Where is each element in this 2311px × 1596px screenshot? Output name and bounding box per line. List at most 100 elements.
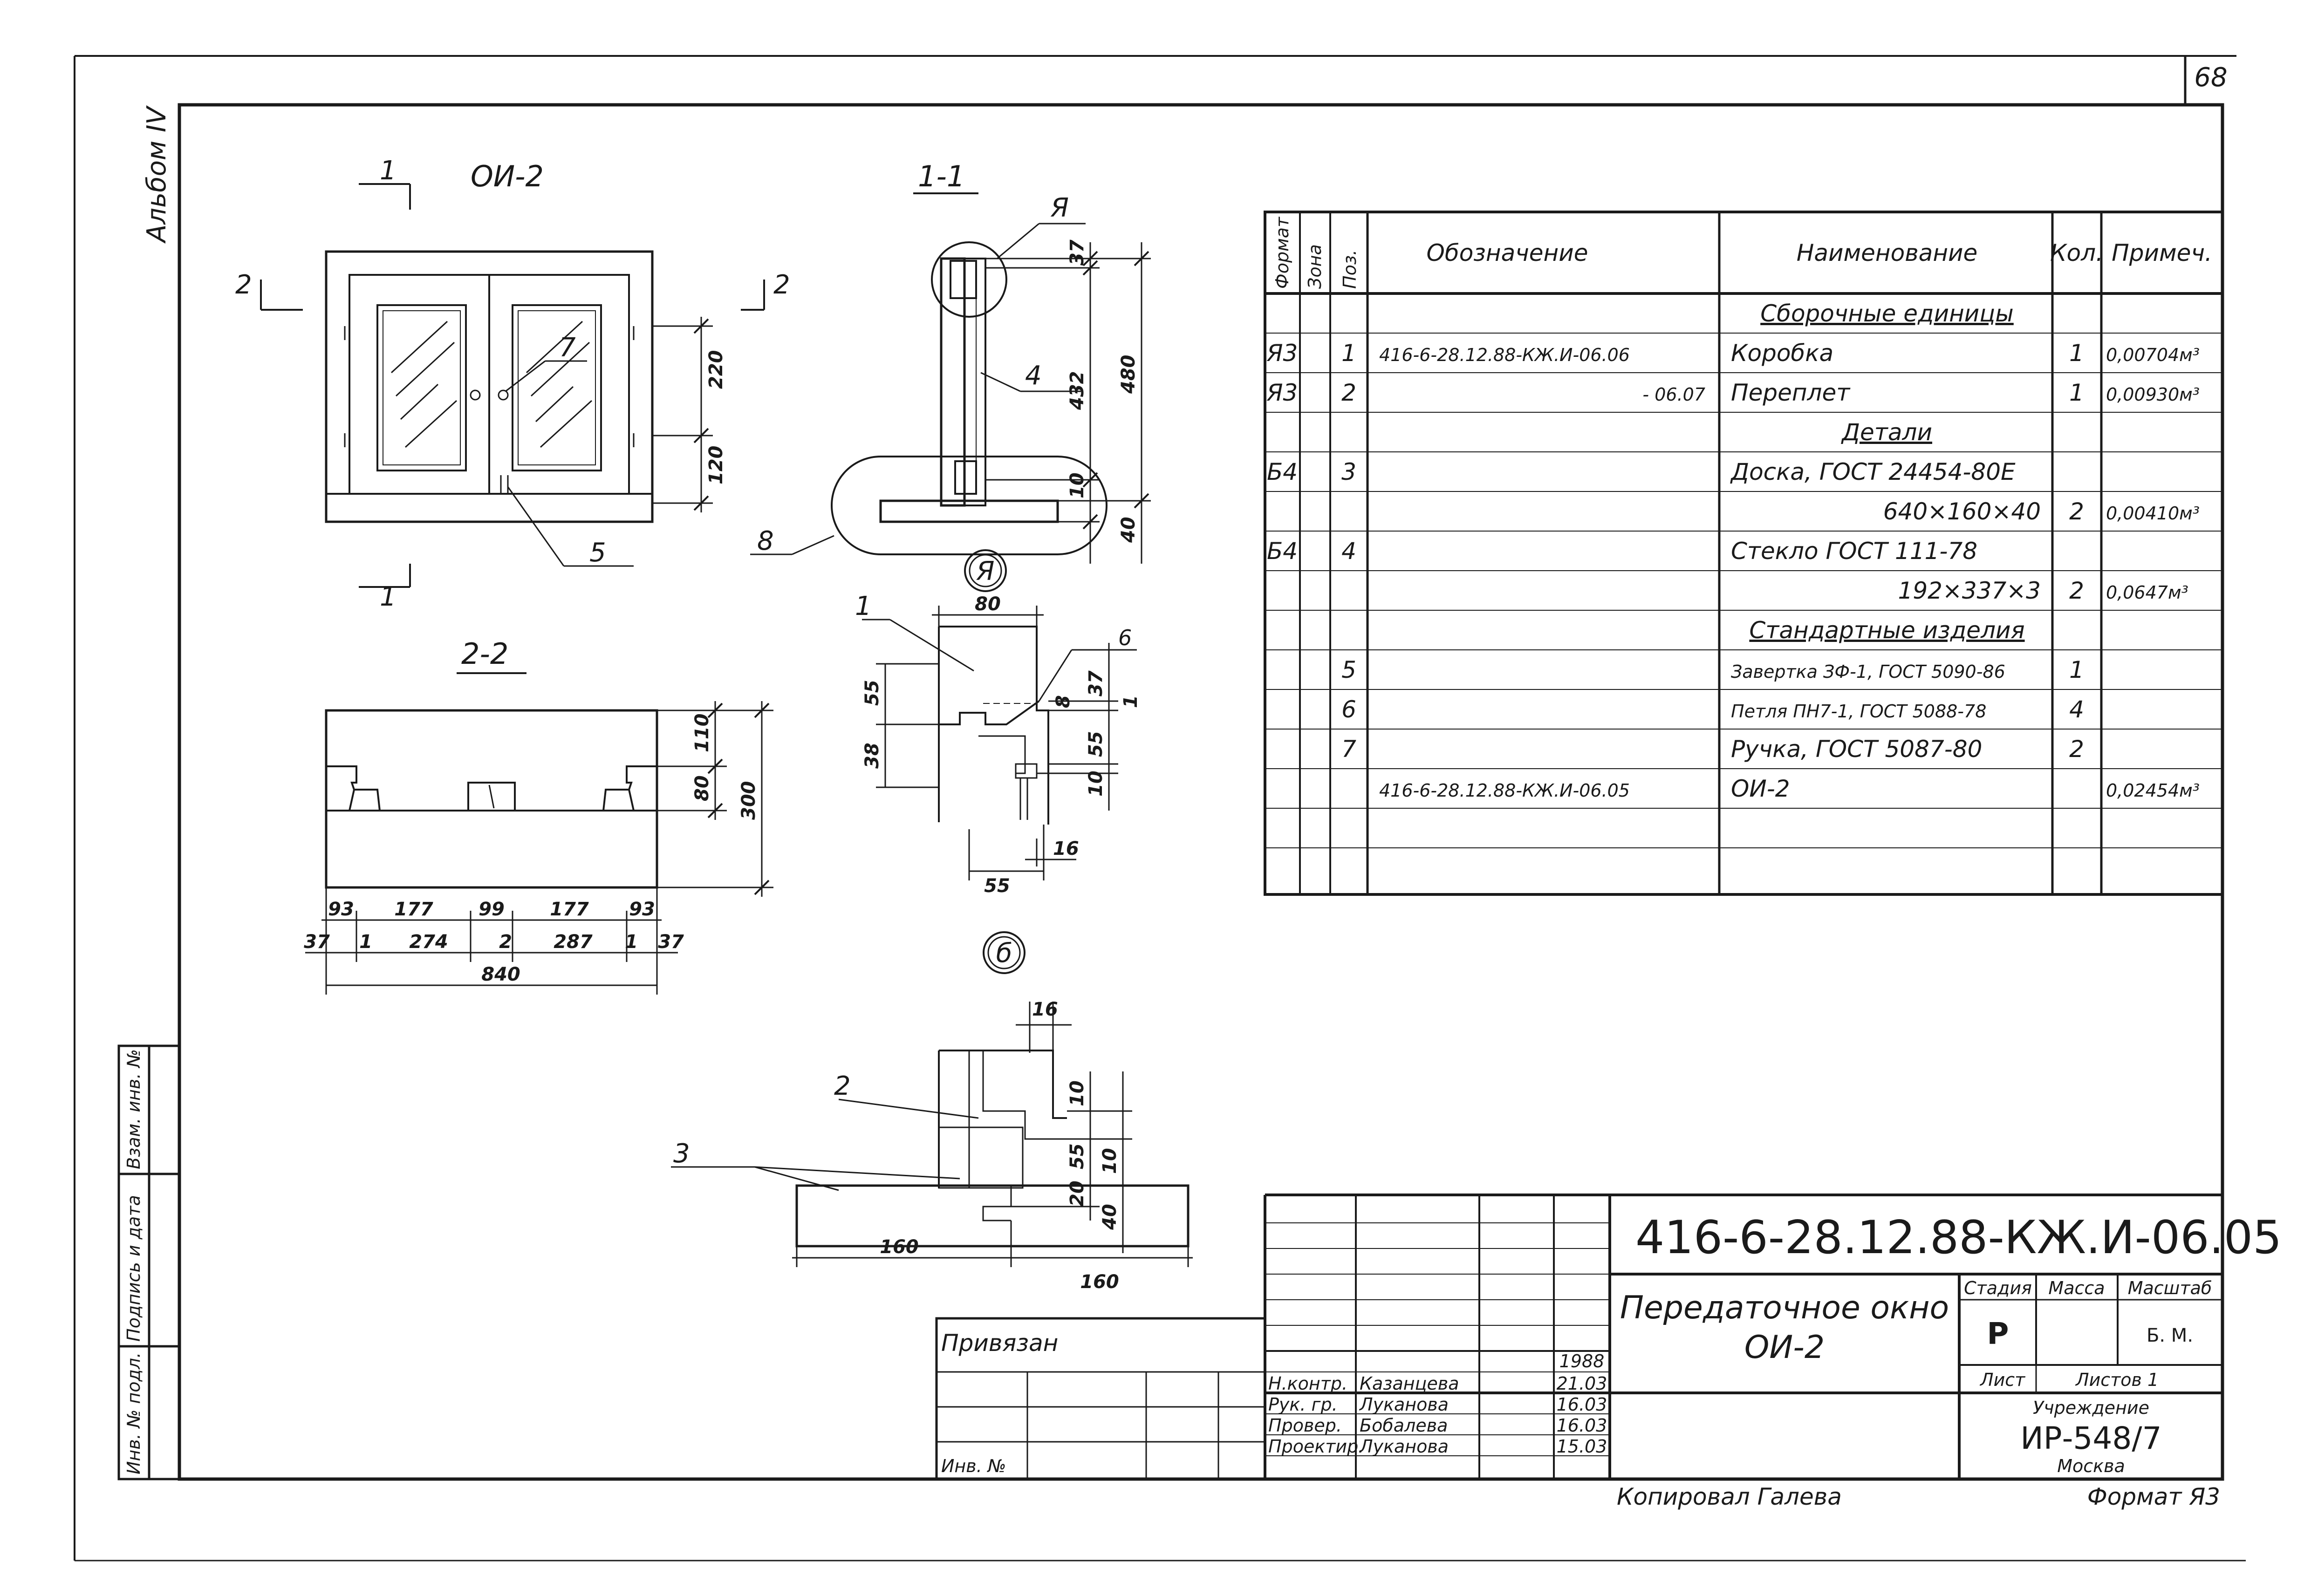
- section-2-2-dim-93-a: 93: [328, 899, 354, 920]
- section-2-2-dim-99: 99: [479, 899, 505, 920]
- node-b-dim-10-bottom: 10: [1099, 1148, 1121, 1174]
- signature-name: Казанцева: [1360, 1373, 1459, 1394]
- front-cut-mark-top: 1: [380, 156, 397, 186]
- node-ya: [862, 606, 1137, 974]
- section-1-1-dim-480: 480: [1118, 355, 1139, 395]
- spec-cell-qty: 4: [2069, 696, 2084, 723]
- spec-table-grid: [1264, 211, 2224, 896]
- signature-date: 15.03: [1557, 1436, 1607, 1457]
- spec-cell-note: 0,00930м³: [2106, 384, 2200, 405]
- node-ya-dim-10: 10: [1085, 771, 1107, 797]
- section-2-2-dim-110: 110: [691, 714, 713, 753]
- spec-cell-designation: - 06.07: [1642, 384, 1705, 405]
- node-b-dim-10-top: 10: [1067, 1080, 1088, 1106]
- spec-section-heading: Детали: [1841, 419, 1932, 446]
- front-view: [260, 183, 765, 588]
- front-cut-mark-left: 2: [235, 270, 252, 300]
- spec-section-heading: Сборочные единицы: [1760, 300, 2014, 327]
- spec-cell-pos: 1: [1341, 340, 1356, 367]
- section-2-2-dim-177-a: 177: [394, 899, 433, 920]
- section-2-2-dim-93-b: 93: [629, 899, 655, 920]
- section-2-2-dim-840: 840: [481, 964, 520, 985]
- node-ya-label: Я: [976, 556, 995, 587]
- title-block-name-line1: Передаточное окно: [1620, 1289, 1949, 1326]
- node-ya-dim-80: 80: [975, 593, 1001, 615]
- spec-cell-pos: 2: [1341, 379, 1356, 406]
- spec-cell-pos: 5: [1341, 656, 1356, 683]
- title-block-stage-value: Р: [1987, 1317, 2009, 1351]
- node-b-label: б: [996, 938, 1012, 969]
- section-2-2-dim-80: 80: [691, 775, 713, 801]
- title-block-sheets-label: Листов 1: [2075, 1370, 2159, 1390]
- spec-cell-qty: 2: [2069, 577, 2084, 604]
- title-block-stage-label: Стадия: [1964, 1278, 2032, 1298]
- side-stamp-signature: Подпись и дата: [123, 1195, 144, 1342]
- section-2-2-dim-1-a: 1: [359, 931, 372, 953]
- node-ya-dim-8: 8: [1053, 695, 1074, 708]
- side-stamp-inv-repl: Взам. инв. №: [123, 1049, 144, 1169]
- spec-cell-qty: 2: [2069, 498, 2084, 525]
- bound-label: Привязан: [941, 1330, 1058, 1357]
- spec-cell-pos: 4: [1341, 538, 1356, 565]
- signature-date: 21.03: [1557, 1373, 1607, 1394]
- section-1-1-title: 1-1: [918, 159, 965, 193]
- spec-cell-name: Стекло ГОСТ 111-78: [1731, 538, 1977, 565]
- page-number: 68: [2194, 62, 2227, 93]
- node-ya-dim-38: 38: [861, 743, 883, 769]
- node-b-dim-40: 40: [1099, 1204, 1121, 1230]
- section-2-2-dim-37-b: 37: [658, 931, 684, 953]
- front-callout-7: 7: [559, 333, 576, 363]
- title-block-sheet-label: Лист: [1979, 1370, 2026, 1390]
- node-b-dim-16: 16: [1032, 999, 1058, 1020]
- section-2-2-dim-274: 274: [409, 931, 448, 953]
- title-block-institution-label: Учреждение: [2033, 1398, 2149, 1418]
- spec-cell-name: Коробка: [1731, 340, 1833, 367]
- spec-cell-name: Переплет: [1731, 379, 1851, 406]
- node-b-dim-160-right: 160: [1080, 1271, 1119, 1293]
- spec-cell-designation: 416-6-28.12.88-КЖ.И-06.05: [1379, 780, 1630, 801]
- title-block-grid: [935, 1194, 2222, 1480]
- signature-role: Рук. гр.: [1268, 1394, 1338, 1415]
- spec-header-zone: Зона: [1305, 244, 1325, 289]
- spec-cell-pos: 7: [1341, 736, 1356, 763]
- front-cut-mark-right: 2: [773, 270, 790, 300]
- section-1-1-dim-40: 40: [1118, 517, 1139, 543]
- section-1-1: [750, 192, 1151, 592]
- signature-name: Луканова: [1359, 1394, 1449, 1415]
- title-block-year: 1988: [1559, 1351, 1605, 1371]
- spec-cell-name: Завертка ЗФ-1, ГОСТ 5090-86: [1731, 662, 2005, 682]
- section-1-1-callout-8: 8: [757, 526, 774, 556]
- node-b-dim-160-left: 160: [880, 1236, 919, 1258]
- spec-cell-format: Я3: [1266, 340, 1298, 367]
- section-1-1-callout-ya: Я: [1050, 193, 1069, 223]
- spec-cell-note: 0,00410м³: [2106, 503, 2200, 524]
- node-ya-dim-16: 16: [1053, 838, 1079, 859]
- spec-cell-format: Б4: [1267, 458, 1298, 485]
- node-ya-dim-37: 37: [1085, 670, 1107, 696]
- title-block-scale-label: Масштаб: [2128, 1278, 2212, 1298]
- front-dim-120: 120: [705, 446, 727, 485]
- album-label: Альбом IV: [142, 105, 172, 244]
- section-2-2-dim-37-a: 37: [304, 931, 330, 953]
- section-1-1-dim-432: 432: [1067, 371, 1088, 411]
- spec-cell-note: 0,02454м³: [2106, 780, 2200, 801]
- section-1-1-dim-10: 10: [1067, 472, 1088, 498]
- spec-cell-note: 0,0647м³: [2106, 582, 2188, 603]
- spec-header-qty: Кол.: [2050, 239, 2103, 266]
- spec-cell-designation: 416-6-28.12.88-КЖ.И-06.06: [1379, 345, 1630, 365]
- spec-cell-format: Б4: [1267, 538, 1298, 565]
- spec-header-name: Наименование: [1797, 239, 1978, 266]
- signature-date: 16.03: [1557, 1415, 1607, 1436]
- front-cut-mark-bottom: 1: [380, 582, 397, 612]
- title-block-institution-code: ИР-548/7: [2020, 1420, 2161, 1456]
- spec-header-pos: Поз.: [1340, 250, 1360, 289]
- inv-label: Инв. №: [941, 1456, 1006, 1476]
- spec-cell-name: ОИ-2: [1731, 775, 1790, 802]
- spec-cell-pos: 3: [1341, 458, 1356, 485]
- spec-cell-qty: 1: [2069, 656, 2084, 683]
- spec-cell-note: 0,00704м³: [2106, 345, 2200, 365]
- node-ya-dim-1: 1: [1120, 695, 1142, 708]
- section-2-2-title: 2-2: [461, 637, 508, 671]
- signature-role: Провер.: [1268, 1415, 1342, 1436]
